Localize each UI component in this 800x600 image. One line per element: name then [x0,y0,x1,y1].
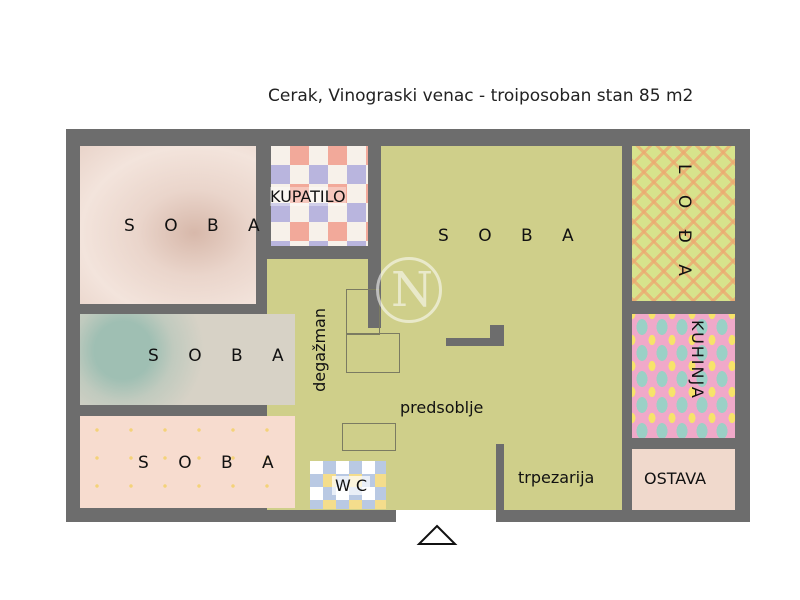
area-degazman: degažman [306,304,336,414]
room-kupatilo[interactable]: KUPATILO [270,146,368,246]
door-outline [342,423,396,451]
room-soba-mid-left[interactable]: S O B A [80,314,295,405]
entrance-triangle-icon [416,524,458,545]
room-kuhinja[interactable]: KUHINJA [632,314,735,438]
room-label: trpezarija [518,468,595,487]
floor-plan: S O B A KUPATILO S O B A predsoblje dega… [66,129,750,522]
interior-wall [490,325,504,346]
room-label: L O Đ A [674,164,694,284]
room-soba-bottom-left[interactable]: S O B A [80,416,295,508]
interior-wall [496,444,504,510]
room-label: S O B A [138,453,286,473]
interior-wall [368,246,381,328]
room-label: W C [332,476,371,495]
interior-wall [446,338,504,346]
room-label: S O B A [438,226,586,246]
room-soba-top-left[interactable]: S O B A [80,146,260,304]
wardrobe-outline [346,333,400,373]
room-label: predsoblje [400,398,484,417]
room-wc[interactable]: W C [310,461,386,509]
watermark-logo: N [376,257,442,323]
room-label: degažman [310,308,329,392]
wardrobe-outline [346,289,380,335]
room-label: KUHINJA [688,320,707,400]
room-label: S O B A [148,346,296,366]
room-label: KUPATILO [270,187,346,206]
entrance-opening [396,510,496,522]
room-lodja[interactable]: L O Đ A [632,146,735,301]
room-label: OSTAVA [644,469,707,488]
room-label: S O B A [124,216,272,236]
plan-title: Cerak, Vinograski venac - troiposoban st… [268,86,694,106]
room-ostava[interactable]: OSTAVA [632,449,735,510]
room-trpezarija[interactable]: trpezarija [504,444,621,510]
